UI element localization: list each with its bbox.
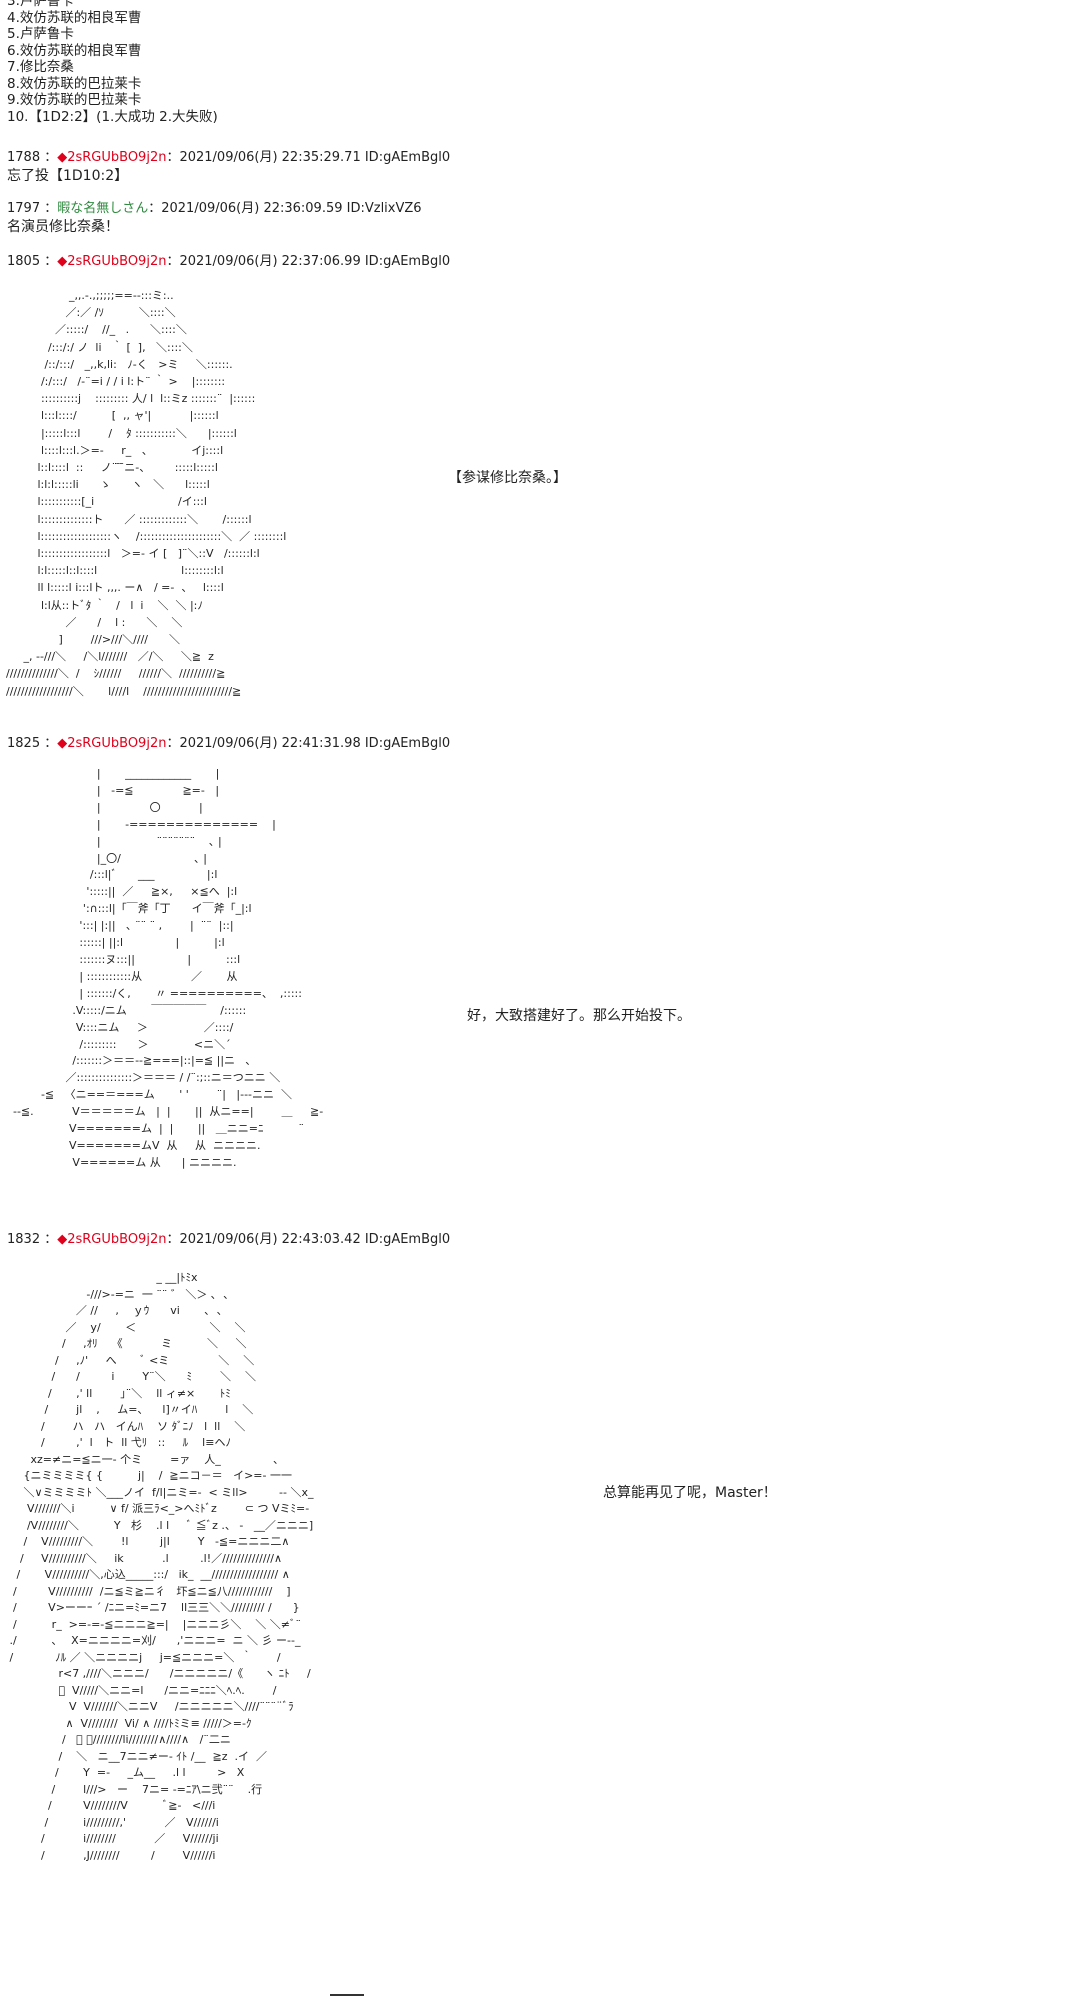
- post-meta: ：2021/09/06(月) 22:41:31.98 ID:gAEmBgl0: [166, 736, 451, 751]
- diamond-icon: ◆: [57, 736, 68, 751]
- vote-item: 6.效仿苏联的相良军曹: [7, 42, 142, 59]
- post-tripcode: 2sRGUbBO9j2n: [67, 736, 167, 751]
- post-number[interactable]: 1805 ：: [7, 254, 58, 269]
- post-header: 1805 ：◆2sRGUbBO9j2n：2021/09/06(月) 22:37:…: [7, 254, 450, 270]
- diamond-icon: ◆: [57, 1232, 68, 1247]
- post-meta: ：2021/09/06(月) 22:36:09.59 ID:VzlixVZ6: [148, 201, 422, 216]
- post-header: 1825 ：◆2sRGUbBO9j2n：2021/09/06(月) 22:41:…: [7, 736, 450, 752]
- post-body: 忘了投【1D10:2】: [7, 168, 129, 184]
- post-tripcode: 2sRGUbBO9j2n: [67, 254, 167, 269]
- post-caption: 总算能再见了呢，Master！: [603, 1485, 777, 1501]
- post-header: 1832 ：◆2sRGUbBO9j2n：2021/09/06(月) 22:43:…: [7, 1232, 450, 1248]
- ascii-art-staff-officer: _,,.-.,;;;;;==--:::ミ:.. ／:／ /ｿ ＼::::＼ ／:…: [6, 289, 287, 698]
- vote-list: 3.卢萨鲁卡 4.效仿苏联的相良军曹 5.卢萨鲁卡 6.效仿苏联的相良军曹 7.…: [7, 0, 218, 125]
- post-meta: ：2021/09/06(月) 22:43:03.42 ID:gAEmBgl0: [166, 1232, 451, 1247]
- vote-item: 5.卢萨鲁卡: [7, 26, 74, 42]
- post-header: 1788 ：◆2sRGUbBO9j2n：2021/09/06(月) 22:35:…: [7, 150, 450, 166]
- ascii-art-servant: _ __|ﾄﾐx -///>-=ニ 一 ¨¨ ゛ ＼＞ ､ ､ ／ // , ｙ…: [9, 1271, 314, 1862]
- post-meta: ：2021/09/06(月) 22:37:06.99 ID:gAEmBgl0: [166, 254, 451, 269]
- post-caption: 【参谋修比奈桑。】: [448, 470, 567, 486]
- post-author-name: 暇な名無しさん: [57, 201, 149, 216]
- post-tripcode: 2sRGUbBO9j2n: [67, 150, 167, 165]
- post-number[interactable]: 1832 ：: [7, 1232, 58, 1247]
- post-caption: 好，大致搭建好了。那么开始投下。: [467, 1008, 691, 1024]
- post-number[interactable]: 1797 ：: [7, 201, 58, 216]
- vote-item: 10.【1D2:2】(1.大成功 2.大失败): [7, 108, 218, 125]
- ascii-art-officer-face: | ____________ | | -=≦ ≧=- | | 〇 | | -==…: [12, 767, 324, 1169]
- post-tripcode: 2sRGUbBO9j2n: [67, 1232, 167, 1247]
- diamond-icon: ◆: [57, 150, 68, 165]
- vote-item: 3.卢萨鲁卡: [7, 0, 74, 9]
- post-body: 名演员修比奈桑！: [7, 219, 119, 235]
- vote-item: 9.效仿苏联的巴拉莱卡: [7, 92, 142, 108]
- divider: [330, 1994, 364, 1996]
- post-header: 1797 ：暇な名無しさん：2021/09/06(月) 22:36:09.59 …: [7, 201, 422, 217]
- vote-item: 7.修比奈桑: [7, 59, 74, 75]
- post-number[interactable]: 1825 ：: [7, 736, 58, 751]
- vote-item: 4.效仿苏联的相良军曹: [7, 9, 142, 26]
- post-number[interactable]: 1788 ：: [7, 150, 58, 165]
- vote-item: 8.效仿苏联的巴拉莱卡: [7, 75, 142, 92]
- post-meta: ：2021/09/06(月) 22:35:29.71 ID:gAEmBgl0: [166, 150, 451, 165]
- diamond-icon: ◆: [57, 254, 68, 269]
